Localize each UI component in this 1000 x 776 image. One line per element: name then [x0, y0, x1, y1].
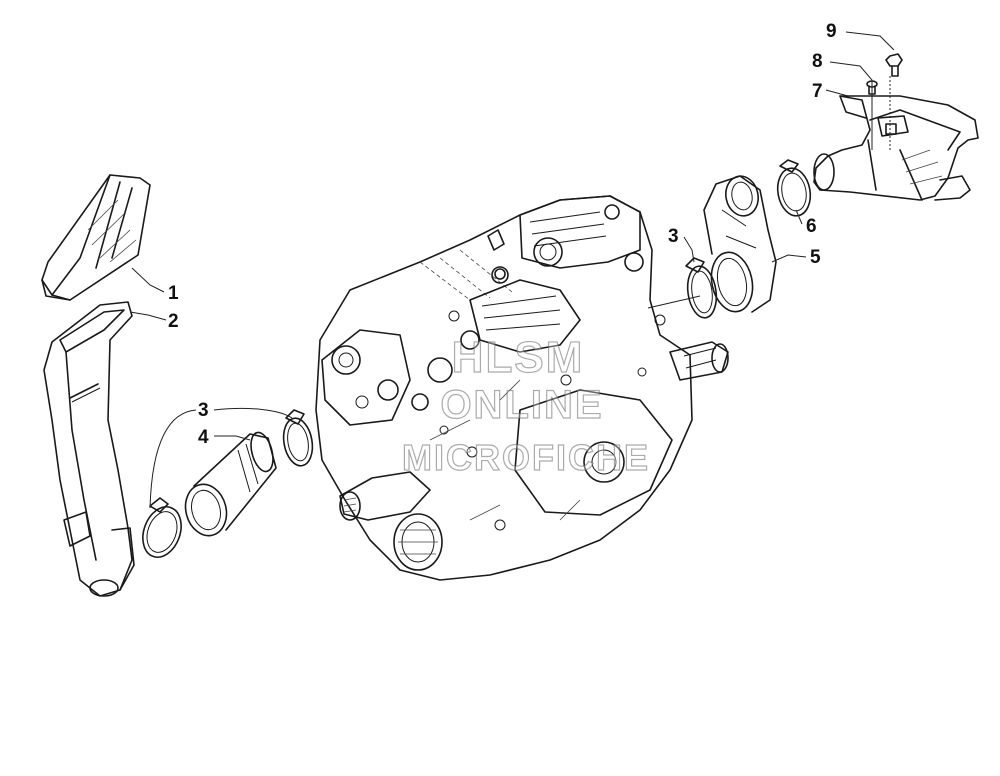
engine-assembly: [315, 195, 729, 581]
callout-8: 8: [812, 51, 823, 72]
callout-1: 1: [168, 283, 179, 304]
leader-5-engine: [647, 295, 701, 309]
part-1-intake-cover[interactable]: [41, 174, 151, 301]
leader-lines: [129, 31, 895, 509]
watermark-line-3: MICROFICHE: [402, 437, 650, 478]
part-4-boot[interactable]: [180, 430, 277, 540]
leader-7: [825, 89, 849, 97]
leader-3b: [683, 236, 695, 263]
watermark-line-2: ONLINE: [440, 383, 603, 427]
callout-7: 7: [812, 81, 823, 102]
part-5-boot[interactable]: [703, 173, 777, 315]
callout-9: 9: [826, 21, 837, 42]
part-9-bolt[interactable]: [885, 53, 903, 77]
part-3-clamp-right[interactable]: [685, 257, 720, 320]
part-3-clamp-lower-left[interactable]: [136, 497, 188, 563]
leader-5: [771, 254, 807, 263]
watermark-line-1: HLSM: [452, 333, 585, 382]
watermark: HLSM ONLINE MICROFICHE: [401, 332, 650, 478]
callout-5: 5: [810, 247, 821, 268]
leader-6: [795, 209, 803, 225]
callout-3-left: 3: [198, 400, 209, 421]
part-3-clamp-upper[interactable]: [280, 409, 316, 468]
leader-2: [129, 311, 167, 321]
part-2-intake-duct[interactable]: [43, 301, 135, 597]
leader-3a: [149, 409, 197, 509]
leader-8: [829, 61, 873, 150]
part-6-clamp[interactable]: [774, 159, 814, 218]
leader-1: [131, 267, 165, 293]
leader-3a-b: [213, 407, 293, 419]
callout-6: 6: [806, 216, 817, 237]
leader-9: [845, 31, 895, 51]
part-7-air-box[interactable]: [813, 95, 979, 201]
callout-labels: 1 2 3 4 3 5 6 7 8 9: [168, 21, 837, 448]
callout-4: 4: [198, 427, 209, 448]
callout-3-right: 3: [668, 226, 679, 247]
callout-2: 2: [168, 311, 179, 332]
leader-4: [214, 435, 251, 441]
